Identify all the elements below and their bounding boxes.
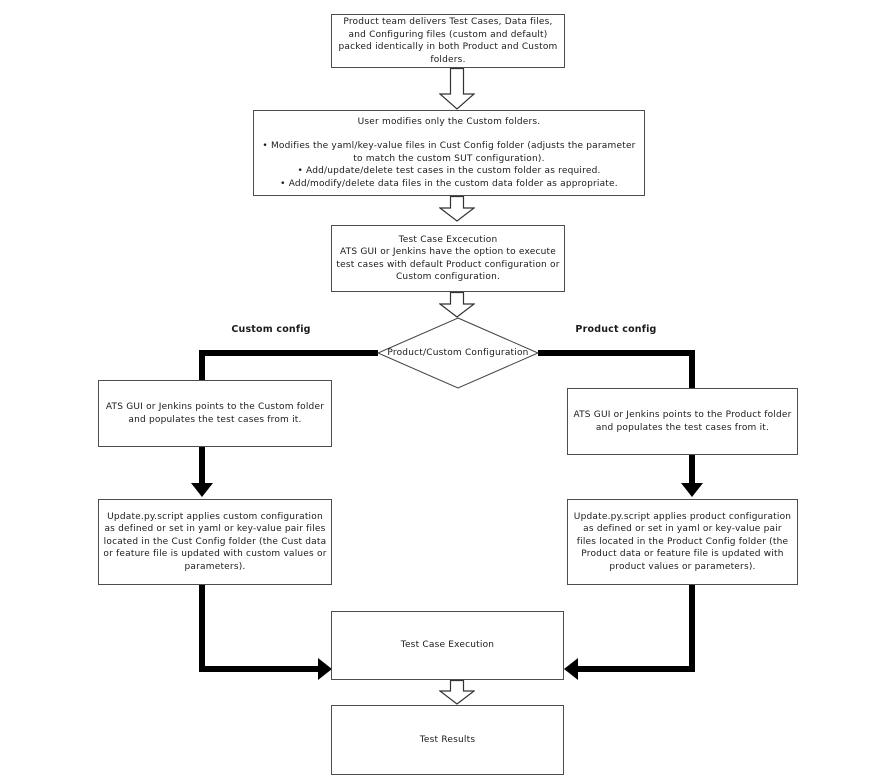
bullet-item: • Add/update/delete test cases in the cu… [297, 166, 601, 177]
custom-config-branch-label: Custom config [231, 324, 311, 335]
arrowhead-down-left-icon [191, 483, 213, 497]
delivery-box: Product team delivers Test Cases, Data f… [331, 14, 565, 68]
connector-right-vertical-bottom [689, 585, 695, 672]
delivery-box-text: Product team delivers Test Cases, Data f… [338, 17, 558, 65]
test-case-execution-label: Test Case Execution [400, 640, 495, 651]
connector-right-vertical-mid [689, 455, 695, 484]
test-case-excecution-option-box: Test Case Excecution ATS GUI or Jenkins … [331, 225, 565, 292]
product-update-text: Update.py.script applies product configu… [573, 511, 792, 572]
test-case-execution-box: Test Case Execution [331, 611, 564, 680]
custom-points-text: ATS GUI or Jenkins points to the Custom … [105, 402, 325, 425]
user-modifies-box: User modifies only the Custom folders. •… [253, 110, 645, 196]
connector-right-horizontal-top [538, 350, 695, 356]
block-arrow-down-icon [439, 68, 475, 110]
bullet-item: • Modifies the yaml/key-value files in C… [262, 141, 636, 164]
custom-update-box: Update.py.script applies custom configur… [98, 499, 332, 585]
arrowhead-right-icon [318, 658, 332, 680]
connector-right-horizontal-bottom [578, 666, 695, 672]
connector-left-vertical-mid [199, 447, 205, 484]
product-points-box: ATS GUI or Jenkins points to the Product… [567, 388, 798, 455]
product-update-box: Update.py.script applies product configu… [567, 499, 798, 585]
user-modifies-heading: User modifies only the Custom folders. [357, 116, 541, 127]
decision-diamond: Product/Custom Configuration [376, 317, 540, 389]
user-modifies-bullets: • Modifies the yaml/key-value files in C… [258, 140, 640, 190]
bullet-item: • Add/modify/delete data files in the cu… [280, 178, 618, 189]
product-points-text: ATS GUI or Jenkins points to the Product… [573, 410, 792, 433]
test-results-box: Test Results [331, 705, 564, 775]
arrowhead-left-icon [564, 658, 578, 680]
connector-left-horizontal-bottom [199, 666, 318, 672]
connector-right-vertical-top [689, 350, 695, 389]
connector-left-vertical-bottom [199, 585, 205, 672]
decision-label: Product/Custom Configuration [387, 347, 529, 358]
custom-points-box: ATS GUI or Jenkins points to the Custom … [98, 380, 332, 447]
arrowhead-down-right-icon [681, 483, 703, 497]
connector-left-vertical-top [199, 350, 205, 381]
test-results-label: Test Results [419, 734, 476, 745]
block-arrow-down-icon [439, 196, 475, 222]
diamond-shape-icon [376, 317, 540, 389]
block-arrow-down-icon [439, 680, 475, 705]
test-case-excecution-text: ATS GUI or Jenkins have the option to ex… [336, 247, 560, 282]
block-arrow-down-icon [439, 292, 475, 318]
product-config-branch-label: Product config [575, 324, 657, 335]
test-case-excecution-title: Test Case Excecution [398, 234, 498, 245]
custom-update-text: Update.py.script applies custom configur… [103, 511, 327, 572]
connector-left-horizontal-top [199, 350, 378, 356]
